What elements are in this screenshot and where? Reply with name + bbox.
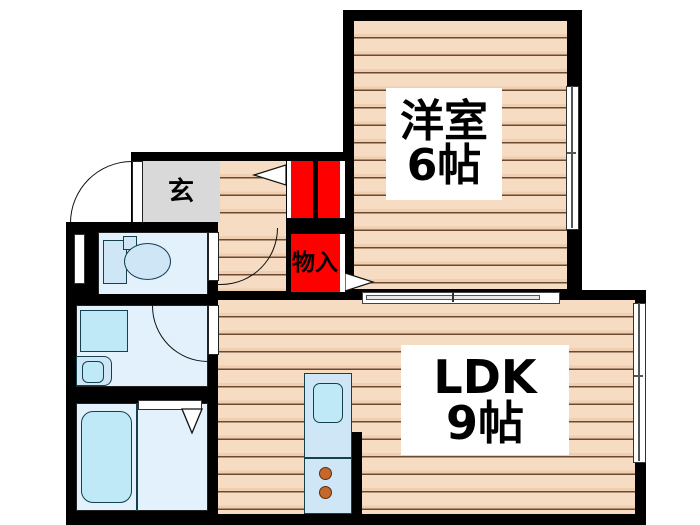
washing-machine-pan: [80, 310, 128, 352]
ldk-window-center-mark: [634, 375, 643, 377]
closet-upper-door-track-right: [340, 161, 345, 218]
genkan-step-arrow: [244, 164, 286, 186]
closet-lower-door-track: [340, 234, 345, 292]
closet-upper-door-track: [287, 161, 291, 218]
washroom-door-leaf[interactable]: [208, 305, 219, 355]
closet-upper-right-panel[interactable]: [318, 161, 340, 218]
ldk-label-line2: 9帖: [445, 396, 524, 450]
bath-divider: [136, 403, 138, 511]
vent-mark-svg: [181, 408, 203, 434]
washitsu-label-line2: 6帖: [406, 140, 482, 191]
washitsu-window-center-mark: [567, 152, 576, 154]
ldk-label-line1: LDK: [433, 350, 537, 404]
closet-lower-step-arrow: [345, 272, 375, 292]
entrance-door-leaf[interactable]: [132, 161, 143, 225]
washitsu-label-line1: 洋室: [400, 96, 488, 147]
closet-lower-label: 物入: [289, 234, 341, 292]
closet-lower-label-text: 物入: [292, 249, 338, 276]
closet-arrow-svg: [345, 272, 375, 292]
genkan-label: 玄: [142, 161, 220, 223]
washitsu-room-label: 洋室 6帖: [386, 88, 502, 200]
stove-burner-front: [319, 467, 332, 480]
toilet-bowl: [124, 243, 171, 280]
bath-window: [138, 400, 202, 410]
ldk-room-label: LDK 9帖: [401, 345, 569, 455]
washitsu-window-mullion: [571, 86, 573, 228]
entrance-door-swing-arc: [70, 161, 133, 224]
toilet-washroom-divider: [66, 294, 218, 305]
room-sliding-door-divider: [452, 292, 454, 302]
ldk-window-mullion: [638, 303, 640, 461]
washitsu-window-right: [566, 86, 579, 230]
washroom-bath-divider: [66, 387, 218, 398]
genkan-label-text: 玄: [167, 177, 194, 207]
toilet-window-left: [74, 234, 85, 284]
ldk-window-right: [633, 303, 646, 463]
room-sliding-door-panel-right: [452, 295, 540, 300]
bathtub: [81, 411, 132, 503]
room-sliding-door-panel-left: [366, 295, 454, 300]
step-arrow-svg: [251, 164, 286, 186]
stove-burner-rear: [319, 486, 332, 499]
bathroom-vent-mark: [180, 408, 204, 434]
genkan-tile-floor: [142, 161, 220, 223]
kitchen-sink-basin: [313, 383, 343, 423]
wash-basin-bowl: [82, 361, 104, 383]
closet-lower-panel[interactable]: [291, 234, 340, 292]
closet-upper-left-panel[interactable]: [291, 161, 313, 218]
